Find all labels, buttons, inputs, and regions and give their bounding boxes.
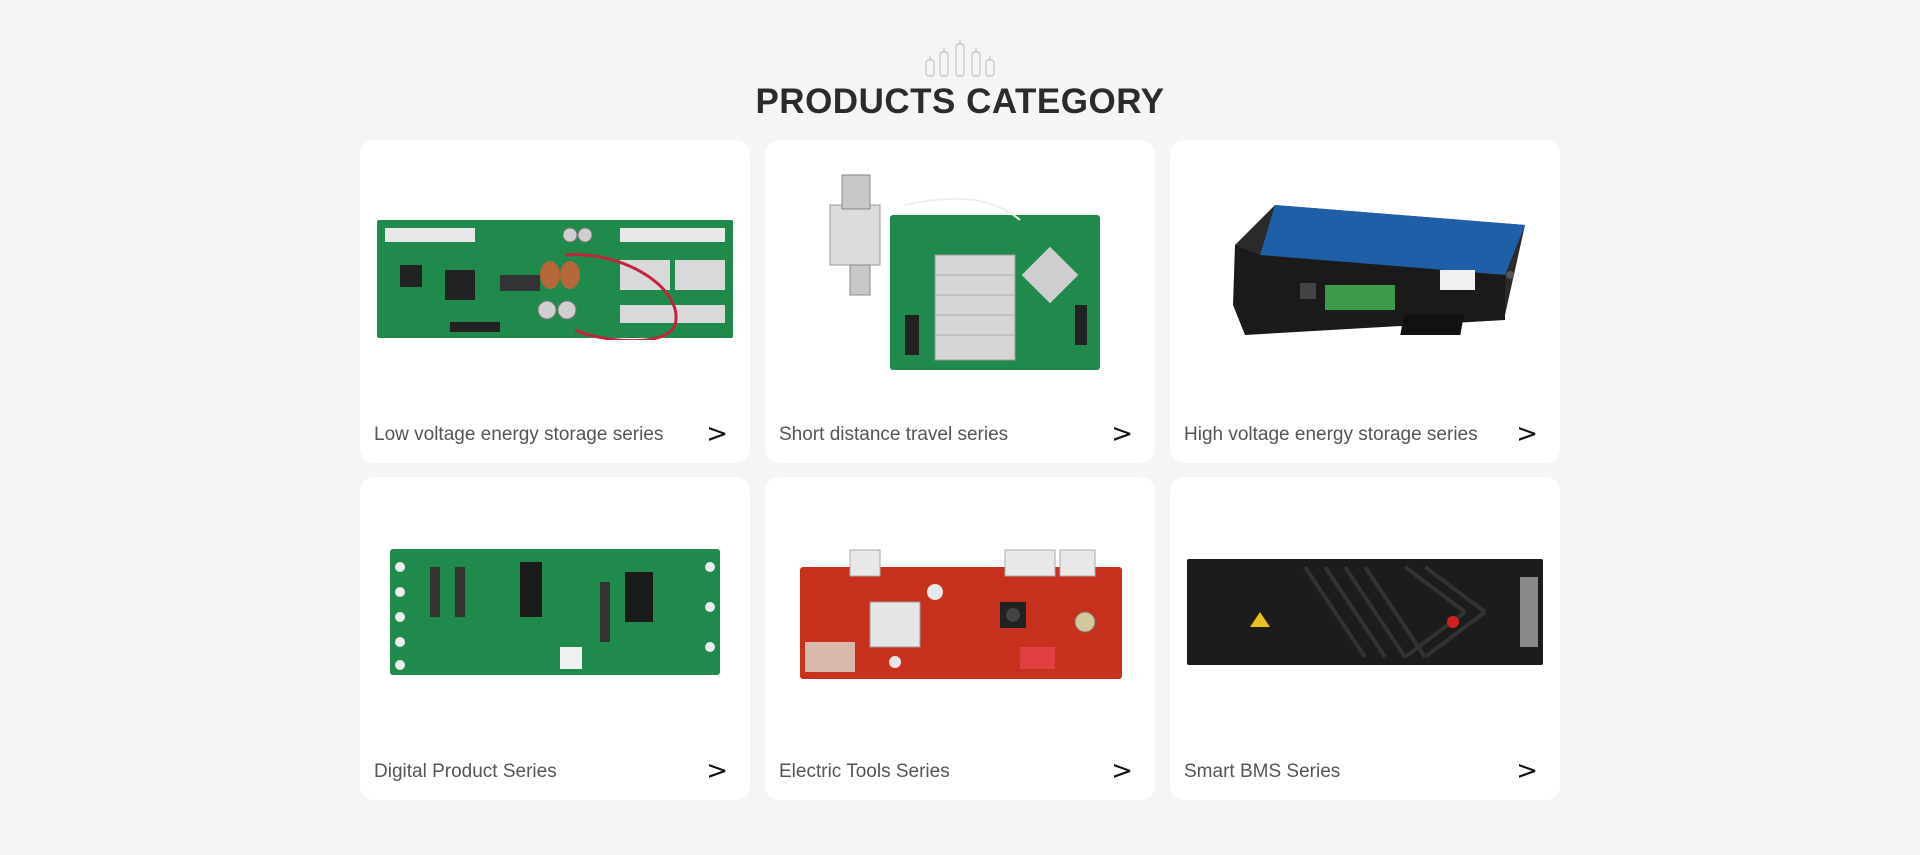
category-grid: Low voltage energy storage series > Shor…	[360, 140, 1560, 800]
product-image-smart-bms	[1170, 477, 1560, 747]
product-image-digital	[360, 477, 750, 747]
chevron-right-icon[interactable]: >	[1516, 756, 1538, 786]
chevron-right-icon[interactable]: >	[1111, 756, 1133, 786]
page-title: PRODUCTS CATEGORY	[755, 82, 1165, 121]
product-image-electric-tools	[765, 477, 1155, 747]
chevron-right-icon[interactable]: >	[706, 419, 728, 449]
chevron-right-icon[interactable]: >	[1516, 419, 1538, 449]
category-label: Digital Product Series	[374, 761, 557, 782]
category-label: Short distance travel series	[779, 424, 1009, 445]
category-label: Low voltage energy storage series	[374, 424, 664, 445]
product-image-low-voltage	[360, 140, 750, 410]
category-card-electric-tools[interactable]: Electric Tools Series >	[765, 477, 1155, 800]
category-card-high-voltage[interactable]: High voltage energy storage series >	[1170, 140, 1560, 463]
product-image-short-distance	[765, 140, 1155, 410]
category-label: High voltage energy storage series	[1184, 424, 1478, 445]
chevron-right-icon[interactable]: >	[1111, 419, 1133, 449]
battery-cells-icon	[925, 40, 995, 77]
category-label: Smart BMS Series	[1184, 761, 1341, 782]
category-card-low-voltage[interactable]: Low voltage energy storage series >	[360, 140, 750, 463]
category-card-digital[interactable]: Digital Product Series >	[360, 477, 750, 800]
chevron-right-icon[interactable]: >	[706, 756, 728, 786]
category-label: Electric Tools Series	[779, 761, 950, 782]
category-card-short-distance[interactable]: Short distance travel series >	[765, 140, 1155, 463]
category-card-smart-bms[interactable]: Smart BMS Series >	[1170, 477, 1560, 800]
product-image-high-voltage	[1170, 140, 1560, 410]
